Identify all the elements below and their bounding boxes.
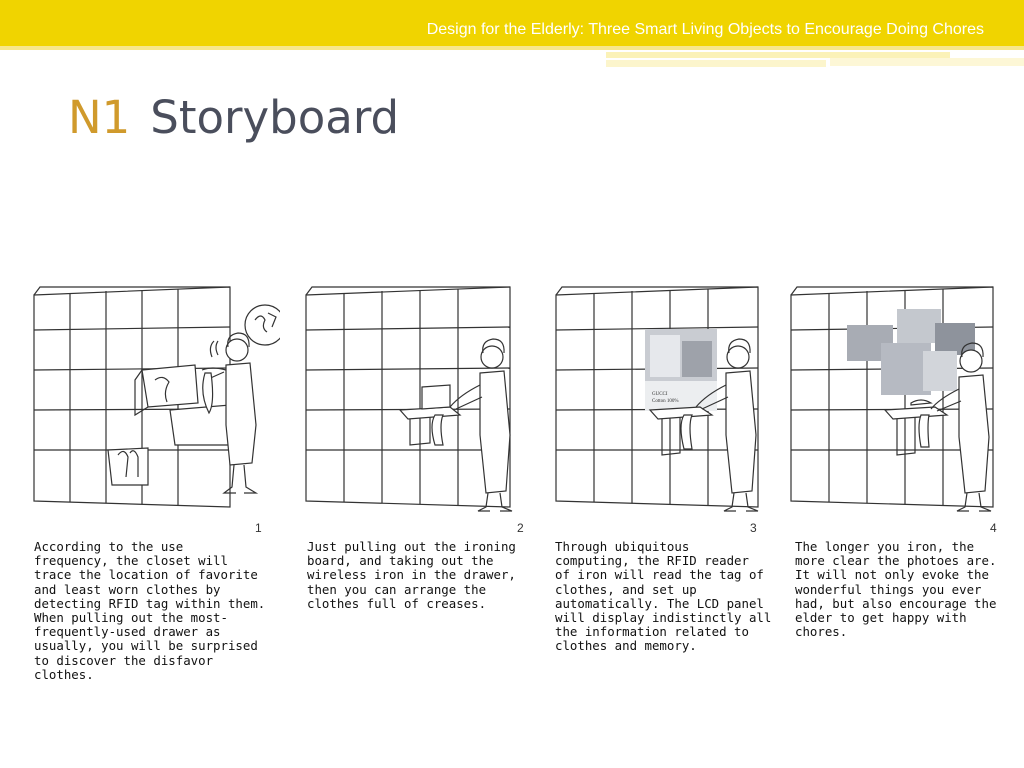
header-title: Design for the Elderly: Three Smart Livi… xyxy=(426,21,984,38)
title-number: N1 xyxy=(68,91,131,144)
panel-number: 4 xyxy=(990,521,997,535)
storyboard-panel-4-illustration xyxy=(790,286,994,512)
decor-bar xyxy=(830,58,1024,66)
clothing-tag-material: Cotton 100% xyxy=(652,399,679,404)
panel-number: 2 xyxy=(517,521,524,535)
panel-caption: Through ubiquitous computing, the RFID r… xyxy=(555,539,772,654)
panel-caption: According to the use frequency, the clos… xyxy=(34,539,266,682)
header-underline xyxy=(0,46,1024,50)
header-band xyxy=(0,0,1024,46)
panel-caption: Just pulling out the ironing board, and … xyxy=(307,539,516,611)
decor-bar xyxy=(606,60,826,67)
storyboard-panel-3-illustration: GUCCI Cotton 100% xyxy=(555,286,759,512)
clothing-tag-brand: GUCCI xyxy=(652,392,668,397)
storyboard-panel-1-illustration xyxy=(33,286,280,508)
panel-number: 3 xyxy=(750,521,757,535)
decor-bar xyxy=(606,52,950,58)
page-title: N1 Storyboard xyxy=(68,88,399,148)
storyboard-panel-2-illustration xyxy=(305,286,513,512)
panel-number: 1 xyxy=(255,521,262,535)
panel-caption: The longer you iron, the more clear the … xyxy=(795,539,997,640)
title-word: Storyboard xyxy=(150,91,400,144)
